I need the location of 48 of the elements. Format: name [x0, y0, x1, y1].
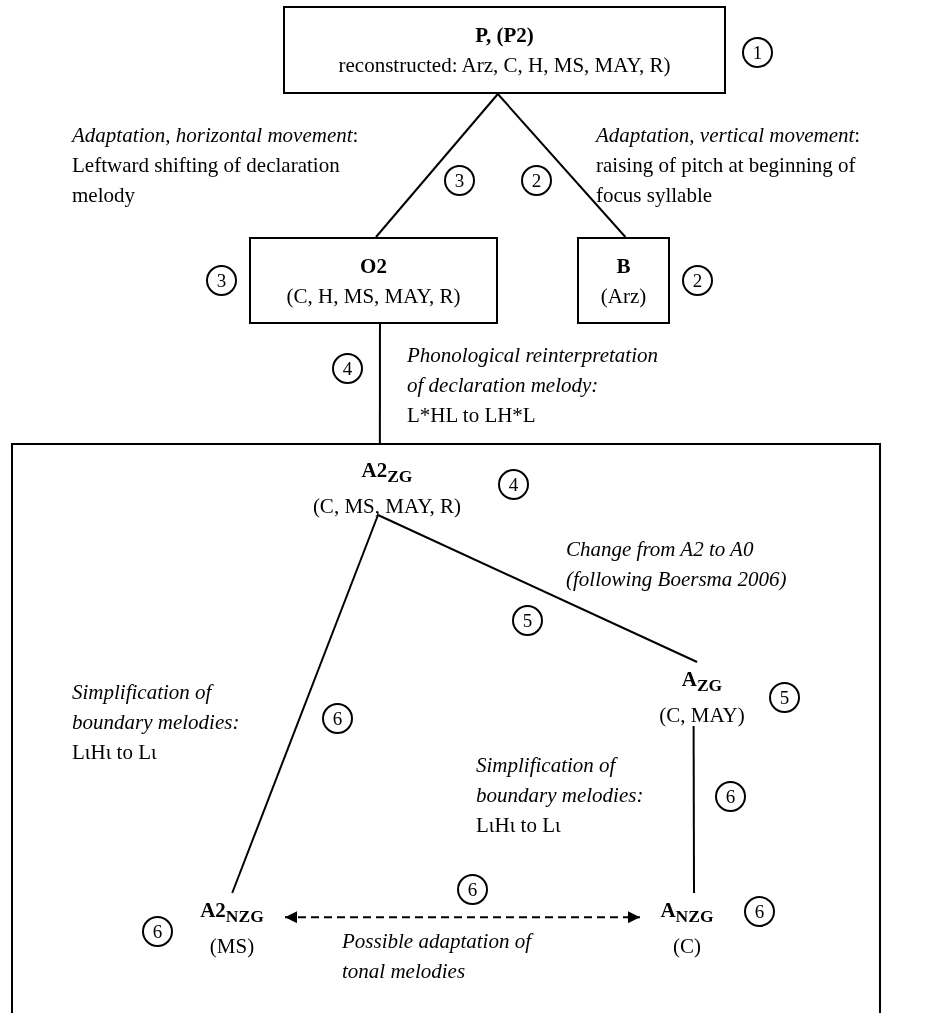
- annotation-text: Change from A2 to A0 (following Boersma 2006): [566, 536, 788, 593]
- node-title: B: [615, 253, 632, 280]
- annotation-text: Adaptation, horizontal movement: Leftward shifting of declaration melody: [72, 122, 360, 209]
- annotation-text: Adaptation, vertical movement: raising of pitch at beginning of focus syllable: [596, 122, 862, 209]
- node-title: A$_{ZG}$: [680, 666, 724, 698]
- node-text: (MS): [208, 933, 256, 961]
- annotation-text: Simplification of boundary melodies:: [476, 752, 645, 809]
- edge-label: 2: [521, 165, 552, 196]
- edge-label: 5: [512, 605, 543, 636]
- dashed-arrow: [284, 911, 641, 924]
- step-number: 1: [742, 37, 773, 68]
- node-title: A2$_{ZG}$: [360, 457, 414, 489]
- node-text: reconstructed: Arz, C, H, MS, MAY, R): [337, 52, 672, 79]
- step-number: 6: [142, 916, 173, 947]
- edge-label: 6: [322, 703, 353, 734]
- annotation-text: Possible adaptation of tonal melodies: [342, 926, 552, 986]
- edge-label: 3: [444, 165, 475, 196]
- step-number: 3: [206, 265, 237, 296]
- node-title: A$_{NZG}$: [659, 897, 715, 929]
- connector-line: [496, 93, 627, 238]
- step-number: 6: [744, 896, 775, 927]
- node-text: (Arz): [599, 283, 648, 310]
- connector-line: [378, 323, 381, 444]
- step-number: 5: [769, 682, 800, 713]
- edge-label: 4: [332, 353, 363, 384]
- label-box: [249, 237, 498, 324]
- step-number: 4: [498, 469, 529, 500]
- annotation-text: L*HL to LH*L: [407, 402, 537, 429]
- annotation-text: LιHι to Lι: [72, 739, 158, 766]
- label-box: [283, 6, 726, 94]
- node-text: (C): [672, 933, 702, 961]
- connector-line: [692, 725, 695, 894]
- connector-line: [375, 93, 499, 238]
- node-title: P, (P2): [474, 22, 535, 49]
- node-text: (C, MS, MAY, R): [311, 493, 463, 521]
- node-title: A2$_{NZG}$: [199, 897, 265, 929]
- annotation-text: Phonological reinterpretation of declaration melody:: [407, 342, 659, 399]
- edge-label: 6: [715, 781, 746, 812]
- step-number: 2: [682, 265, 713, 296]
- edge-label: 6: [457, 874, 488, 905]
- connector-line: [231, 514, 379, 894]
- connector-line: [377, 514, 699, 663]
- annotation-text: LιHι to Lι: [476, 812, 562, 839]
- node-title: O2: [359, 253, 388, 280]
- annotation-text: Simplification of boundary melodies:: [72, 679, 241, 736]
- node-text: (C, H, MS, MAY, R): [285, 283, 462, 310]
- node-text: (C, MAY): [658, 702, 746, 730]
- label-box: [577, 237, 670, 324]
